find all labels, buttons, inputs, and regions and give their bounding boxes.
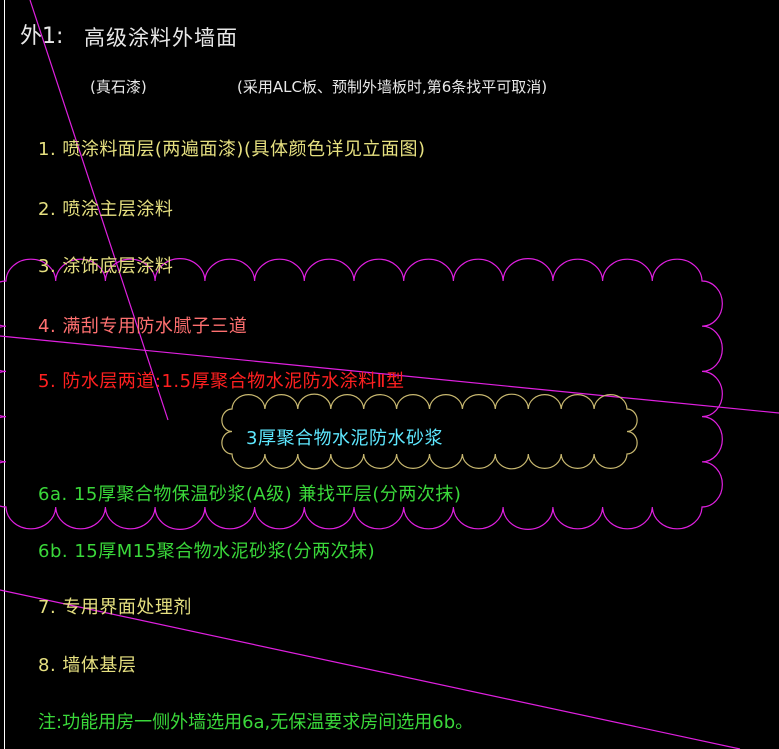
wall-type-title: 高级涂料外墙面 xyxy=(84,26,238,50)
layer-7-text: 7. 专用界面处理剂 xyxy=(38,597,192,618)
leader-line-2 xyxy=(0,335,779,414)
layer-6a-text: 6a. 15厚聚合物保温砂浆(A级) 兼找平层(分两次抹) xyxy=(38,484,462,505)
leader-line-3 xyxy=(0,589,741,749)
footnote-text: 注:功能用房一侧外墙选用6a,无保温要求房间选用6b。 xyxy=(38,712,474,733)
revision-cloud-inner xyxy=(221,393,638,470)
header-note: (采用ALC板、预制外墙板时,第6条找平可取消) xyxy=(237,78,548,96)
revision-cloud-outer xyxy=(0,258,723,530)
layer-5-sub-text: 3厚聚合物水泥防水砂浆 xyxy=(246,428,443,449)
finish-subtitle: (真石漆) xyxy=(90,78,147,96)
layer-4-text: 4. 满刮专用防水腻子三道 xyxy=(38,316,248,337)
layer-2-text: 2. 喷涂主层涂料 xyxy=(38,199,174,220)
layer-3-text: 3. 涂饰底层涂料 xyxy=(38,256,174,277)
layer-6b-text: 6b. 15厚M15聚合物水泥砂浆(分两次抹) xyxy=(38,541,376,562)
layer-1-text: 1. 喷涂料面层(两遍面漆)(具体颜色详见立面图) xyxy=(38,139,426,160)
drawing-frame-border xyxy=(4,0,5,749)
layer-5-text: 5. 防水层两道:1.5厚聚合物水泥防水涂料Ⅱ型 xyxy=(38,371,405,392)
layer-8-text: 8. 墙体基层 xyxy=(38,655,137,676)
wall-code-label: 外1: xyxy=(20,24,64,49)
